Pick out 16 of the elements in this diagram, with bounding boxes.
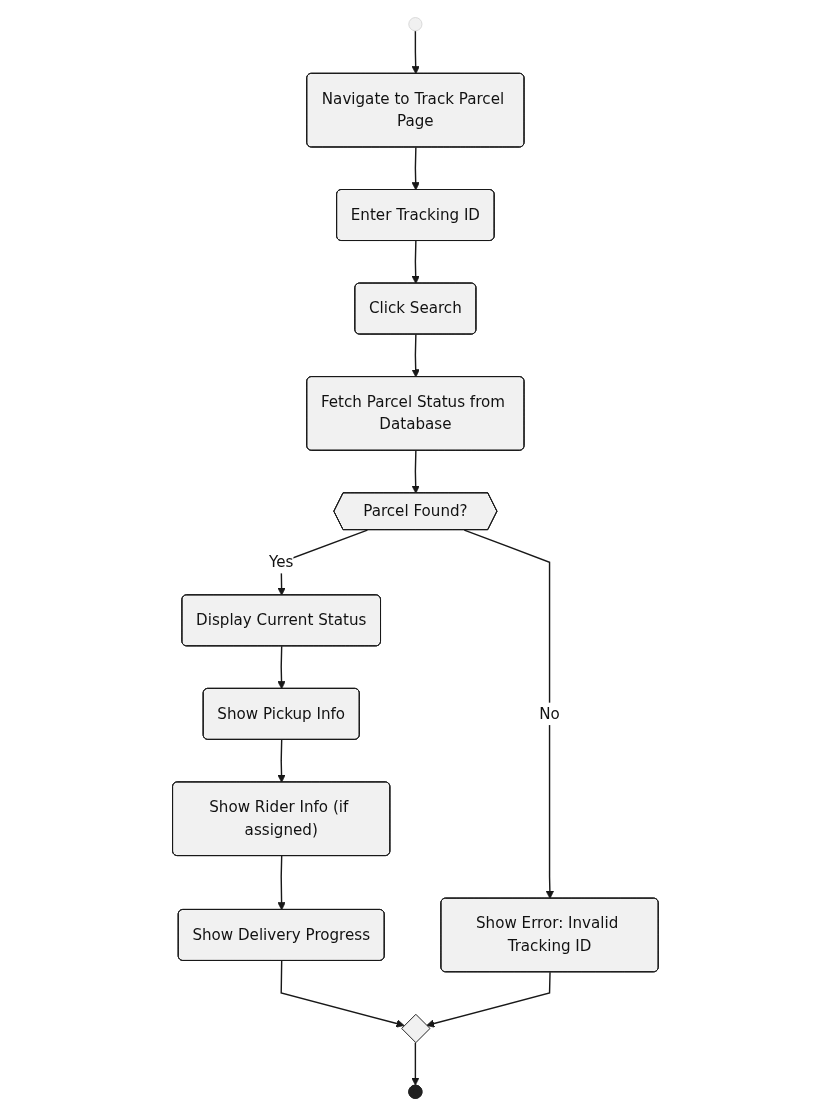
arrow <box>411 450 420 494</box>
arrow <box>277 855 286 911</box>
node-diamond <box>400 1013 431 1044</box>
edge-label: Yes <box>268 552 294 571</box>
edge-label: No <box>538 704 560 723</box>
node-circle <box>407 17 423 32</box>
arrow <box>411 30 420 75</box>
arrow <box>463 529 554 899</box>
arrow <box>411 333 420 378</box>
arrow <box>276 739 286 783</box>
arrow <box>411 146 420 191</box>
arrow <box>425 971 551 1028</box>
arrow <box>276 645 286 690</box>
arrow <box>411 240 420 284</box>
arrow <box>410 1041 420 1086</box>
arrow <box>280 960 405 1028</box>
